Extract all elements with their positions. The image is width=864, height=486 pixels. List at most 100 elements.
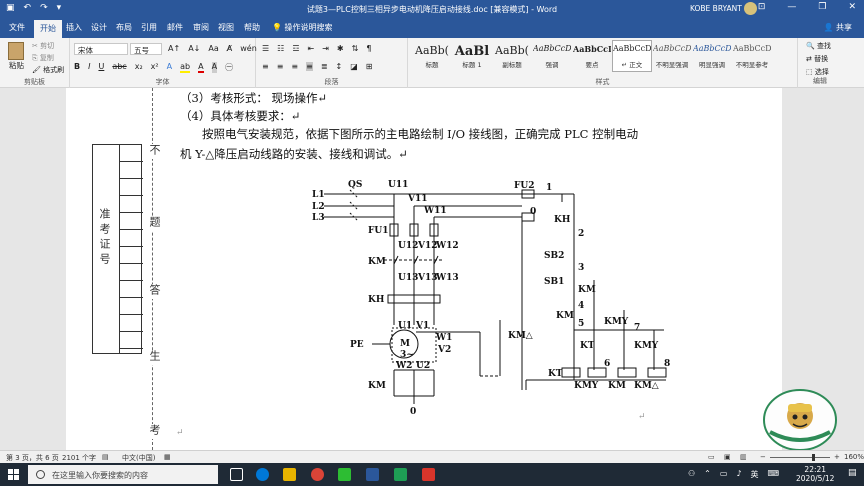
change-case-icon[interactable]: Aa — [208, 44, 219, 53]
format-painter-button[interactable]: 🖌 格式刷 — [32, 66, 65, 74]
distribute-icon[interactable]: ≣ — [320, 62, 328, 71]
multilevel-list-icon[interactable]: ☲ — [292, 44, 300, 53]
camtasia-icon[interactable] — [394, 468, 407, 481]
file-explorer-icon[interactable] — [283, 468, 296, 481]
people-icon[interactable]: ⚇ — [688, 469, 696, 478]
customize-icon[interactable]: ▾ — [56, 3, 62, 13]
char-shading-icon[interactable]: A — [211, 62, 218, 73]
borders-icon[interactable]: ⊞ — [365, 62, 373, 71]
grow-font-icon[interactable]: A↑ — [168, 44, 181, 53]
show-hidden-icon[interactable]: ⌃ — [704, 469, 711, 478]
align-right-icon[interactable]: ≡ — [291, 62, 299, 71]
style-normal[interactable]: AaBbCcD↵ 正文 — [612, 40, 652, 72]
numbering-icon[interactable]: ☷ — [277, 44, 285, 53]
sort-icon[interactable]: ⇅ — [351, 44, 359, 53]
proofing-icon[interactable]: ▤ — [102, 453, 109, 461]
wechat-icon[interactable] — [338, 468, 351, 481]
text-effects-icon[interactable]: A — [166, 62, 173, 71]
font-name-select[interactable]: 宋体 — [74, 43, 128, 55]
cut-button[interactable]: ✂ 剪切 — [32, 42, 55, 50]
zoom-slider-handle[interactable] — [812, 454, 815, 461]
web-layout-icon[interactable]: ▥ — [740, 453, 747, 461]
print-layout-icon[interactable]: ▣ — [724, 453, 731, 461]
read-mode-icon[interactable]: ▭ — [708, 453, 715, 461]
shrink-font-icon[interactable]: A↓ — [188, 44, 201, 53]
maximize-icon[interactable]: ❐ — [818, 2, 827, 12]
task-view-icon[interactable] — [230, 468, 243, 481]
tab-file[interactable]: 文件 — [9, 23, 25, 32]
notification-icon[interactable]: ▤ — [848, 468, 857, 478]
chinese-layout-icon[interactable]: ✱ — [336, 44, 344, 53]
align-left-icon[interactable]: ≡ — [262, 62, 269, 71]
tab-view[interactable]: 视图 — [218, 23, 234, 32]
bullets-icon[interactable]: ☰ — [262, 44, 270, 53]
keyboard-icon[interactable]: ⌨ — [767, 469, 780, 478]
network-icon[interactable]: ▭ — [719, 469, 728, 478]
chrome-icon[interactable] — [311, 468, 324, 481]
share-button[interactable]: 👤 共享 — [823, 23, 852, 32]
tab-review[interactable]: 审阅 — [193, 23, 209, 32]
page-count[interactable]: 第 3 页，共 6 页 — [6, 454, 59, 462]
shading-icon[interactable]: ◪ — [350, 62, 358, 71]
select-button[interactable]: ⬚ 选择 — [806, 68, 829, 76]
zoom-slider[interactable] — [770, 457, 830, 458]
undo-icon[interactable]: ↶ — [23, 3, 32, 13]
paste-button[interactable]: 粘贴 — [9, 61, 24, 70]
italic-button[interactable]: I — [88, 62, 91, 71]
show-marks-icon[interactable]: ¶ — [366, 44, 372, 53]
tab-insert[interactable]: 插入 — [66, 23, 82, 32]
increase-indent-icon[interactable]: ⇥ — [322, 44, 329, 53]
close-icon[interactable]: ✕ — [848, 2, 856, 12]
document-page[interactable]: 准考证号 不 题 答 生 考 （3）考核形式： 现场操作↵ （4）具体考核要求：… — [66, 88, 782, 450]
replace-button[interactable]: ⇄ 替换 — [806, 55, 829, 63]
clear-format-icon[interactable]: A̸ — [226, 44, 233, 53]
tell-me-search[interactable]: 💡 操作说明搜索 — [272, 23, 333, 32]
phonetic-icon[interactable]: wén — [240, 44, 257, 53]
copy-button[interactable]: ⎘ 复制 — [32, 54, 54, 62]
paste-icon[interactable] — [8, 42, 24, 60]
word-count[interactable]: 2101 个字 — [62, 454, 97, 462]
font-size-select[interactable]: 五号 — [130, 43, 162, 55]
bold-button[interactable]: B — [74, 62, 81, 71]
word-icon[interactable] — [366, 468, 379, 481]
save-icon[interactable]: ▣ — [6, 3, 15, 13]
tab-home[interactable]: 开始 — [34, 20, 62, 38]
tab-references[interactable]: 引用 — [141, 23, 157, 32]
tab-layout[interactable]: 布局 — [116, 23, 132, 32]
user-name[interactable]: KOBE BRYANT — [690, 4, 742, 13]
style-subtitle[interactable]: AaBb(副标题 — [495, 44, 529, 69]
avatar[interactable] — [744, 2, 757, 15]
enclose-char-icon[interactable]: ㊀ — [225, 63, 234, 72]
superscript-button[interactable]: x² — [150, 62, 159, 71]
find-button[interactable]: 🔍 查找 — [806, 42, 831, 50]
ime-indicator[interactable]: 英 — [750, 470, 759, 479]
macro-icon[interactable]: ▦ — [164, 453, 171, 461]
decrease-indent-icon[interactable]: ⇤ — [307, 44, 315, 53]
strikethrough-button[interactable]: abc — [112, 62, 127, 71]
edge-icon[interactable] — [256, 468, 269, 481]
recorder-icon[interactable] — [422, 468, 435, 481]
volume-icon[interactable]: ♪ — [736, 469, 742, 478]
clock[interactable]: 22:21 2020/5/12 — [796, 465, 835, 483]
zoom-in-icon[interactable]: + — [834, 453, 840, 461]
underline-button[interactable]: U — [98, 62, 105, 71]
redo-icon[interactable]: ↷ — [40, 3, 48, 13]
highlight-icon[interactable]: ab — [180, 62, 191, 73]
font-color-button[interactable]: A — [198, 62, 204, 73]
align-center-icon[interactable]: ≡ — [276, 62, 284, 71]
zoom-out-icon[interactable]: − — [760, 453, 766, 461]
minimize-icon[interactable]: — — [787, 2, 797, 12]
ribbon-display-icon[interactable]: ⊡ — [757, 2, 766, 12]
tab-mailings[interactable]: 邮件 — [167, 23, 183, 32]
subscript-button[interactable]: x₂ — [134, 62, 143, 71]
zoom-level[interactable]: 160% — [844, 453, 864, 461]
tab-design[interactable]: 设计 — [91, 23, 107, 32]
taskbar-search-input[interactable]: 在这里输入你要搜索的内容 — [28, 465, 218, 484]
windows-start-icon[interactable] — [8, 469, 19, 480]
